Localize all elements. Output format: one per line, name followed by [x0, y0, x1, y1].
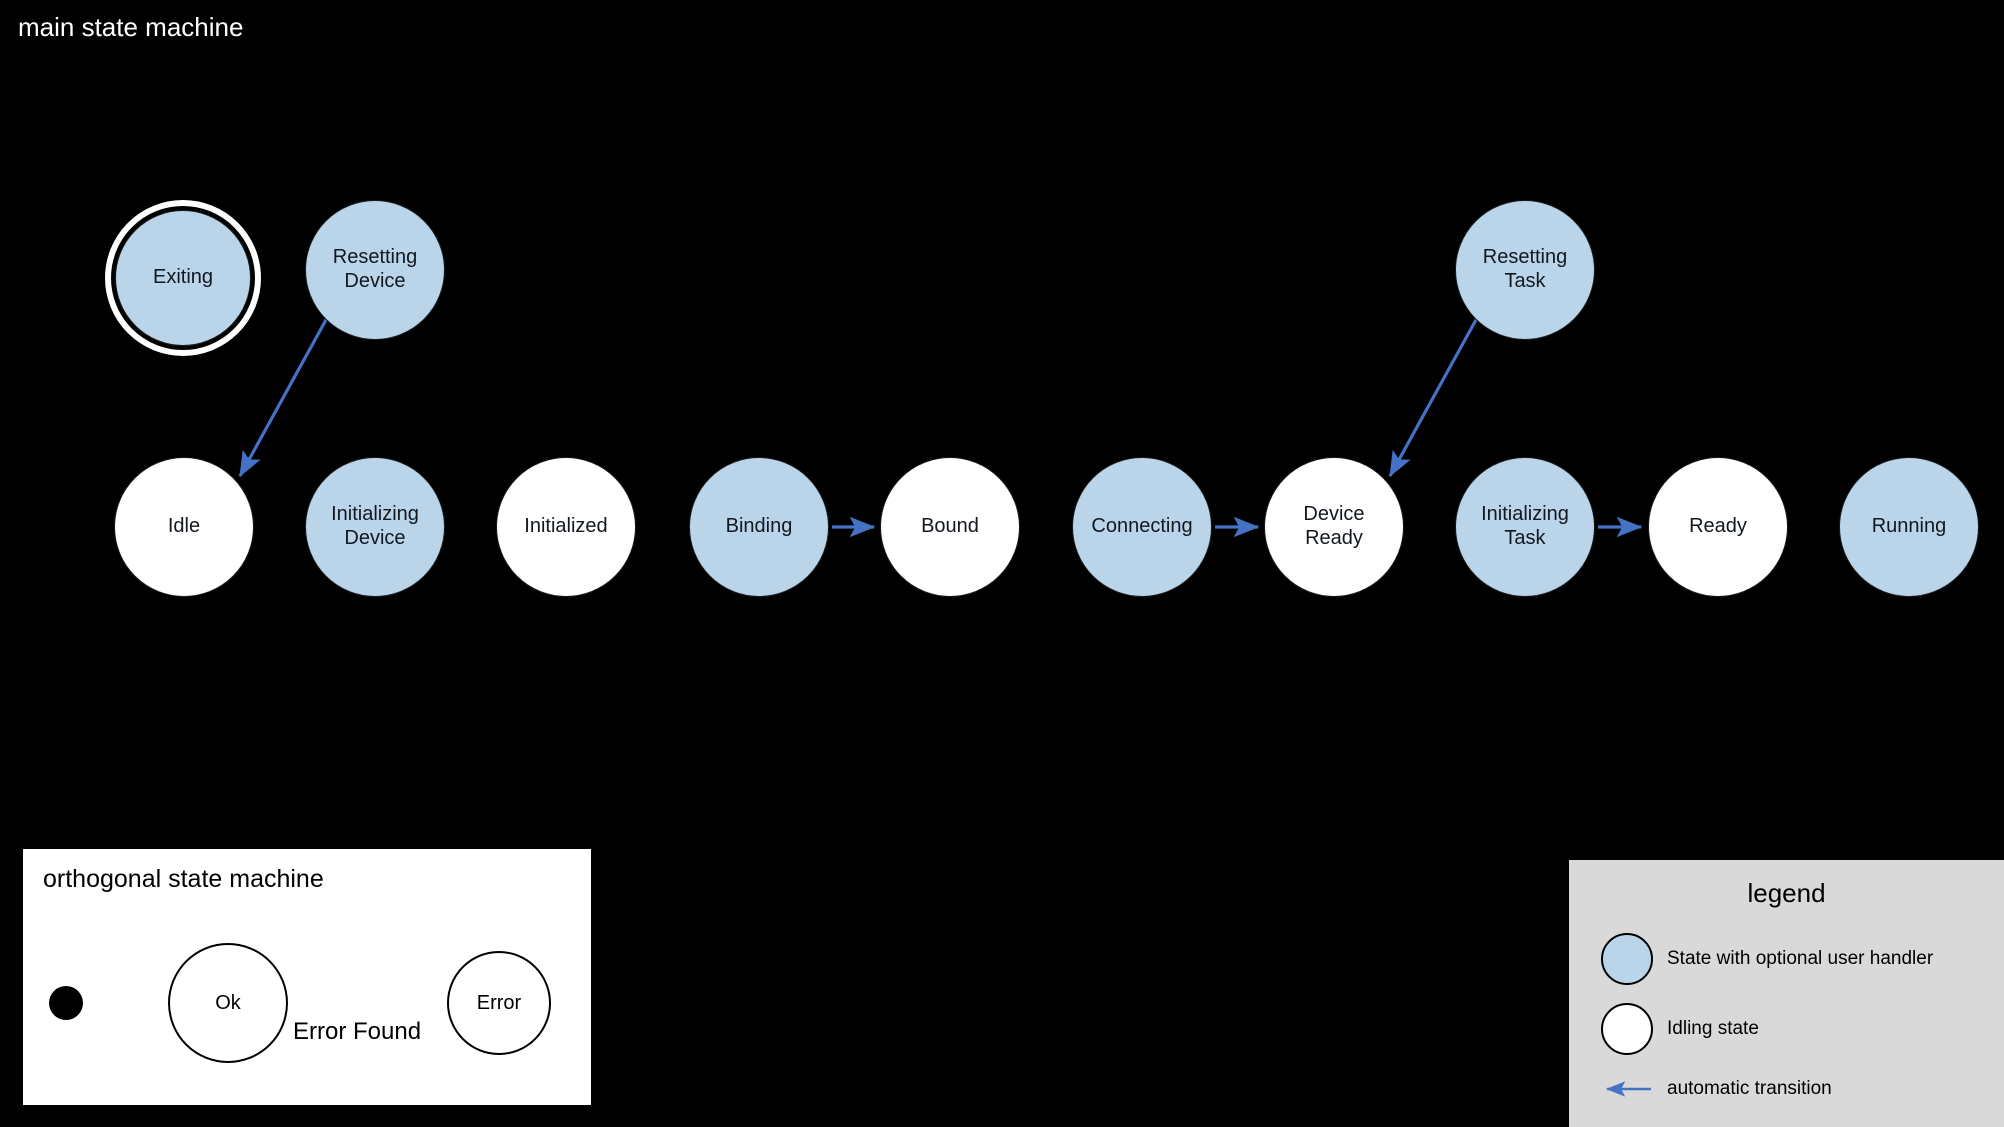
- legend-title: legend: [1747, 878, 1826, 908]
- transition-resetting-task-to-device-ready: [1388, 317, 1479, 478]
- state-label: Device Ready: [1303, 503, 1365, 549]
- legend-panel: legend State with optional user handler …: [1569, 860, 2004, 1127]
- state-idle[interactable]: Idle: [114, 457, 254, 597]
- ortho-state-ok[interactable]: Ok: [168, 943, 288, 1063]
- state-device-ready[interactable]: Device Ready: [1264, 457, 1404, 597]
- white-circle-icon: [1601, 1003, 1653, 1055]
- legend-item-automatic-transition: automatic transition: [1601, 1078, 1832, 1100]
- legend-item-handler-state: State with optional user handler: [1601, 933, 1933, 985]
- transition-resetting-device-to-idle: [238, 317, 329, 478]
- state-resetting-task[interactable]: Resetting Task: [1455, 200, 1595, 340]
- orthogonal-state-machine-panel: orthogonal state machine: [22, 848, 592, 1106]
- state-binding[interactable]: Binding: [689, 457, 829, 597]
- state-resetting-device[interactable]: Resetting Device: [305, 200, 445, 340]
- ortho-state-label: Ok: [215, 991, 241, 1014]
- state-label: Bound: [921, 515, 979, 538]
- state-label: Exiting: [152, 266, 214, 289]
- state-label: Initializing Device: [331, 503, 419, 549]
- legend-item-label: automatic transition: [1667, 1078, 1832, 1099]
- orthogonal-panel-title: orthogonal state machine: [43, 865, 324, 893]
- state-exiting-outer-ring: [105, 200, 261, 356]
- state-exiting[interactable]: Exiting: [115, 210, 251, 346]
- state-label: Resetting Task: [1482, 246, 1568, 292]
- legend-item-label: Idling state: [1667, 1018, 1759, 1039]
- left-arrow-icon: [1601, 1079, 1653, 1099]
- state-initialized[interactable]: Initialized: [496, 457, 636, 597]
- state-label: Initializing Task: [1481, 503, 1569, 549]
- state-label: Initialized: [524, 515, 608, 538]
- ortho-transition-label-error-found: Error Found: [293, 1018, 422, 1045]
- state-initializing-task[interactable]: Initializing Task: [1455, 457, 1595, 597]
- blue-circle-icon: [1601, 933, 1653, 985]
- ortho-state-error[interactable]: Error: [447, 951, 551, 1055]
- state-label: Binding: [725, 515, 793, 538]
- state-label: Resetting Device: [332, 246, 418, 292]
- state-initializing-device[interactable]: Initializing Device: [305, 457, 445, 597]
- state-label: Connecting: [1091, 515, 1193, 538]
- ortho-state-label: Error: [476, 991, 522, 1014]
- state-ready[interactable]: Ready: [1648, 457, 1788, 597]
- state-running[interactable]: Running: [1839, 457, 1979, 597]
- page-title: main state machine: [18, 12, 244, 42]
- state-bound[interactable]: Bound: [880, 457, 1020, 597]
- state-label: Ready: [1689, 515, 1747, 538]
- ortho-initial-state-dot: [49, 986, 83, 1020]
- legend-item-label: State with optional user handler: [1667, 948, 1934, 969]
- legend-item-idling-state: Idling state: [1601, 1003, 1759, 1055]
- state-label: Running: [1871, 515, 1947, 538]
- state-label: Idle: [167, 515, 201, 538]
- state-connecting[interactable]: Connecting: [1072, 457, 1212, 597]
